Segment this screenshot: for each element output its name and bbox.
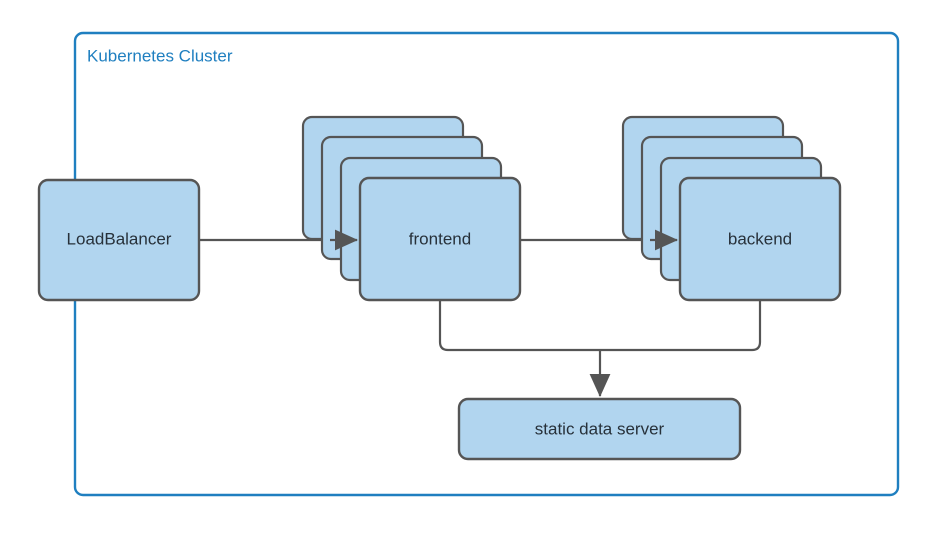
backend-label: backend xyxy=(728,229,792,248)
edge-frontend-to-static xyxy=(438,300,600,352)
node-backend[interactable]: backend xyxy=(621,115,842,302)
static-data-server-box[interactable] xyxy=(457,397,742,461)
cluster-label: Kubernetes Cluster xyxy=(87,46,233,65)
loadbalancer-box[interactable] xyxy=(37,178,201,302)
loadbalancer-label: LoadBalancer xyxy=(67,229,172,248)
node-frontend[interactable]: frontend xyxy=(301,115,522,302)
node-static-data-server[interactable]: static data server xyxy=(457,397,742,461)
edge-backend-to-static xyxy=(600,300,762,352)
frontend-label: frontend xyxy=(409,229,471,248)
backend-front-card[interactable] xyxy=(678,176,842,302)
node-loadbalancer[interactable]: LoadBalancer xyxy=(37,178,201,302)
static-data-server-label: static data server xyxy=(535,419,665,438)
frontend-front-card[interactable] xyxy=(358,176,522,302)
